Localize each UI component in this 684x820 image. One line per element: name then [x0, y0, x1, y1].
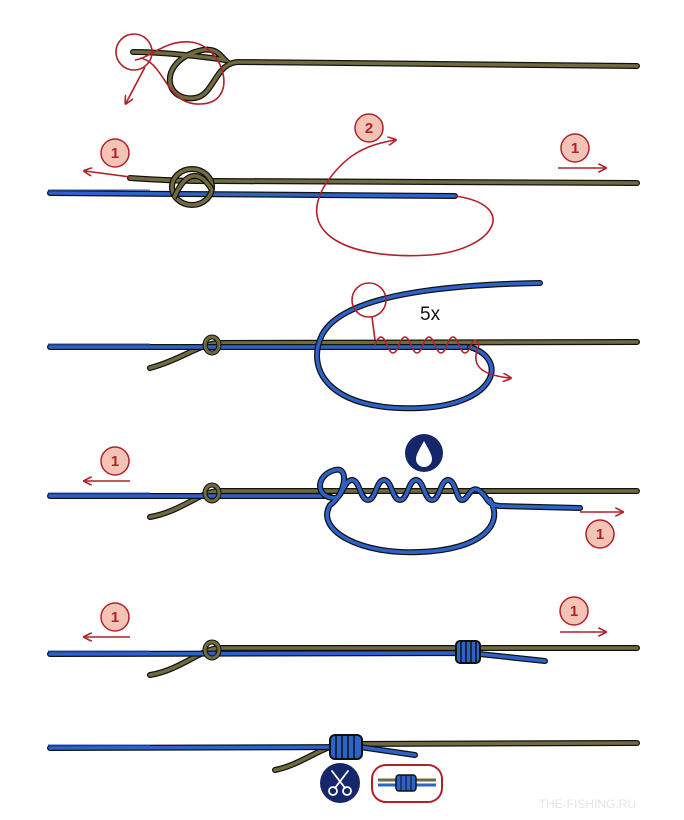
watermark: THE-FISHING.RU: [539, 797, 636, 811]
wrap-count-label: 5x: [420, 304, 441, 325]
badge-number: 1: [111, 609, 119, 626]
olive-loop-guide: [134, 41, 225, 105]
step-badge: 1: [100, 138, 130, 168]
badge-number: 1: [111, 145, 119, 162]
small-knot: [202, 334, 222, 356]
badge-number: 1: [111, 453, 119, 470]
step-badge: 2: [354, 113, 384, 143]
scissors-icon: [320, 763, 360, 803]
finished-coil: [329, 734, 363, 760]
pull-arrow-left: [85, 171, 131, 178]
badge-number: 1: [571, 140, 579, 157]
step-2: 1 2 1: [47, 113, 640, 257]
step-1: [115, 33, 640, 105]
step-6: [47, 734, 640, 803]
step-badge: 1: [100, 446, 130, 476]
trimmed-knot-inset: [371, 764, 443, 803]
tightened-coil: [455, 640, 481, 664]
loop-highlight: [351, 282, 387, 318]
step-badge: 1: [585, 519, 615, 549]
badge-number: 1: [570, 603, 578, 620]
step-4: 1 1: [47, 434, 640, 556]
step-3: 5x: [47, 280, 640, 412]
step-badge: 1: [560, 133, 590, 163]
badge-number: 1: [596, 526, 604, 543]
water-drop-icon: [405, 434, 443, 472]
tag-end-highlight: [115, 33, 153, 71]
step-5: 1 1: [47, 596, 640, 678]
small-knot: [202, 639, 222, 661]
wrap-guide: [374, 336, 510, 378]
badge-number: 2: [365, 120, 373, 137]
step-badge: 1: [559, 596, 589, 626]
red-guide-loop: [315, 140, 494, 257]
direction-arrow: [126, 66, 146, 103]
small-knot: [202, 482, 222, 504]
step-badge: 1: [100, 602, 130, 632]
overhand-knot: [169, 166, 215, 208]
